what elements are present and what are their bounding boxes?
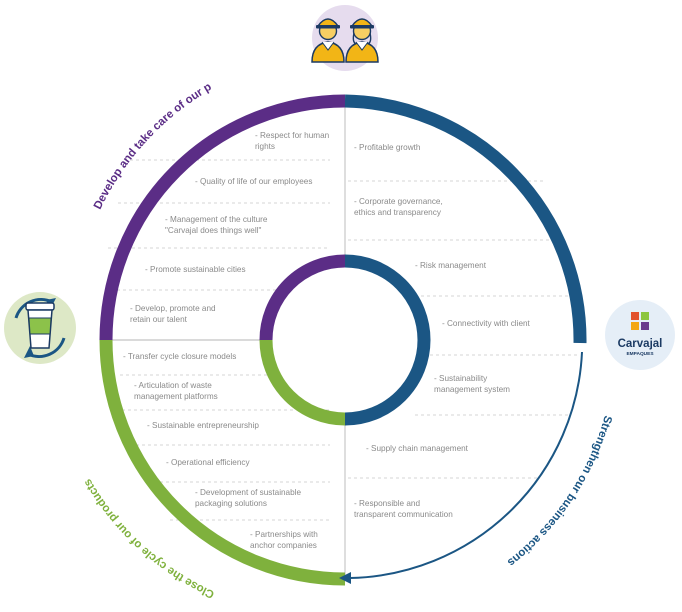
- outer-ring-business: [344, 94, 587, 344]
- cycle-item-4: - Operational efficiency: [166, 458, 250, 467]
- business-item-1: - Profitable growth: [354, 143, 421, 152]
- business-item-4: - Connectivity with client: [442, 319, 530, 328]
- logo-sub: EMPAQUES: [626, 351, 654, 357]
- inner-ring-cycle: [259, 339, 346, 426]
- workers-icon: [311, 5, 379, 71]
- cycle-item-6: - Partnerships with anchor companies: [250, 530, 318, 550]
- business-arrow-line: [349, 351, 583, 579]
- quadrant-dividers: [108, 98, 346, 580]
- cycle-item-1: - Transfer cycle closure models: [123, 352, 237, 361]
- business-item-2: - Corporate governance, ethics and trans…: [354, 197, 443, 217]
- cycle-item-3: - Sustainable entrepreneurship: [147, 421, 259, 430]
- carvajal-logo: Carvajal EMPAQUES: [605, 300, 675, 370]
- business-item-7: - Responsible and transparent communicat…: [354, 499, 453, 519]
- arrowhead-icon: [339, 572, 351, 584]
- business-title: Strengthen our business actions: [505, 414, 614, 568]
- cycle-item-5: - Development of sustainable packaging s…: [195, 488, 302, 508]
- people-item-4: - Promote sustainable cities: [145, 265, 246, 274]
- people-title: Develop and take care of our people and …: [0, 0, 214, 211]
- outer-ring-people: [99, 94, 346, 341]
- inner-ring-people: [259, 254, 346, 341]
- business-item-6: - Supply chain management: [366, 444, 468, 453]
- people-item-3: - Management of the culture "Carvajal do…: [165, 215, 268, 235]
- people-item-5: - Develop, promote and retain our talent: [130, 304, 216, 324]
- inner-ring-business: [344, 254, 431, 426]
- outer-ring-cycle: [99, 339, 346, 586]
- recycling-cup-icon: [4, 292, 76, 364]
- business-item-5: - Sustainability management system: [434, 374, 510, 394]
- business-item-3: - Risk management: [415, 261, 486, 270]
- people-item-2: - Quality of life of our employees: [195, 177, 313, 186]
- cycle-item-2: - Articulation of waste management platf…: [134, 381, 218, 401]
- people-item-1: - Respect for human rights: [255, 131, 330, 151]
- logo-brand: Carvajal: [618, 338, 663, 350]
